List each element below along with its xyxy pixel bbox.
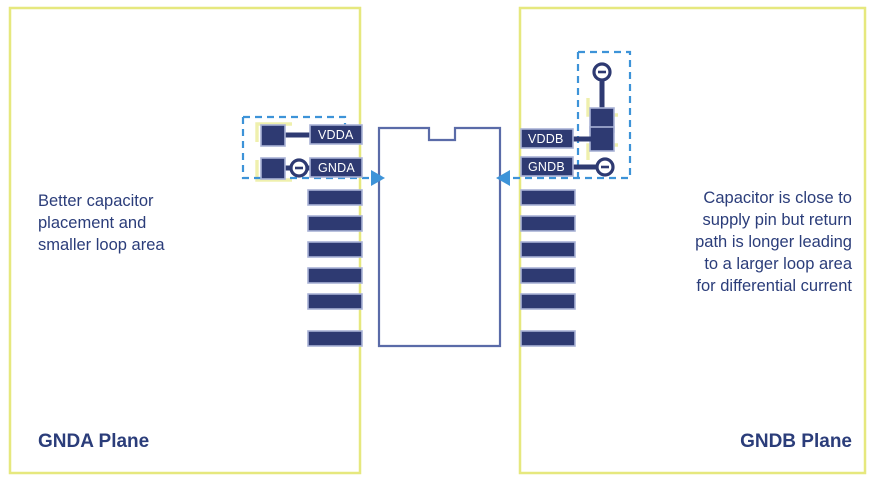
left-vdda-pin-label: VDDA [318, 128, 354, 142]
left-capacitor-pad-bottom [260, 157, 286, 180]
ic-package-body [377, 126, 502, 348]
right-pin-5 [520, 241, 576, 258]
right-annotation-text: Capacitor is close to supply pin but ret… [695, 189, 853, 295]
right-pin-group [520, 189, 576, 347]
left-pin-4 [307, 215, 363, 232]
right-vddb-pin-box [520, 128, 574, 149]
gnda-plane-frame [8, 6, 362, 475]
left-gnda-pin-box [309, 157, 363, 178]
right-annotation-line-4: to a larger loop area [704, 255, 853, 273]
left-annotation-line-1: Better capacitor [38, 192, 154, 210]
right-pin-3 [520, 189, 576, 206]
right-vddb-pin-label: VDDB [528, 132, 564, 146]
left-loop-bracket-bottom [255, 160, 292, 182]
left-pin-3 [307, 189, 363, 206]
right-gndb-pin-label: GNDB [528, 160, 565, 174]
left-pin-8 [307, 330, 363, 347]
left-annotation-line-2: placement and [38, 214, 146, 232]
left-vdda-pin-box [309, 124, 363, 145]
left-annotation-line-3: smaller loop area [38, 236, 165, 254]
left-loop-bracket-top [255, 122, 292, 142]
left-gnda-pin-label: GNDA [318, 161, 355, 175]
right-gndb-pin-box [520, 156, 574, 177]
right-pin-7 [520, 293, 576, 310]
left-current-flow-arrow [371, 170, 385, 186]
left-capacitor-pad-top [260, 124, 286, 147]
right-pin-6 [520, 267, 576, 284]
left-pin-7 [307, 293, 363, 310]
right-pin-4 [520, 215, 576, 232]
right-return-path-outline [508, 50, 632, 180]
right-annotation-line-1: Capacitor is close to [703, 189, 852, 207]
left-pin-group [307, 189, 363, 347]
gnda-plane-title: GNDA Plane [38, 431, 149, 452]
right-pin-8 [520, 330, 576, 347]
right-annotation-line-5: for differential current [696, 277, 852, 295]
left-pin-5 [307, 241, 363, 258]
right-annotation-line-2: supply pin but return [702, 211, 852, 229]
right-annotation-line-3: path is longer leading [695, 233, 852, 251]
gndb-plane-frame [518, 6, 867, 475]
left-pin-6 [307, 267, 363, 284]
right-current-flow-arrow [496, 170, 510, 186]
left-annotation-text: Better capacitor placement and smaller l… [38, 192, 165, 254]
gndb-plane-title: GNDB Plane [740, 431, 852, 452]
